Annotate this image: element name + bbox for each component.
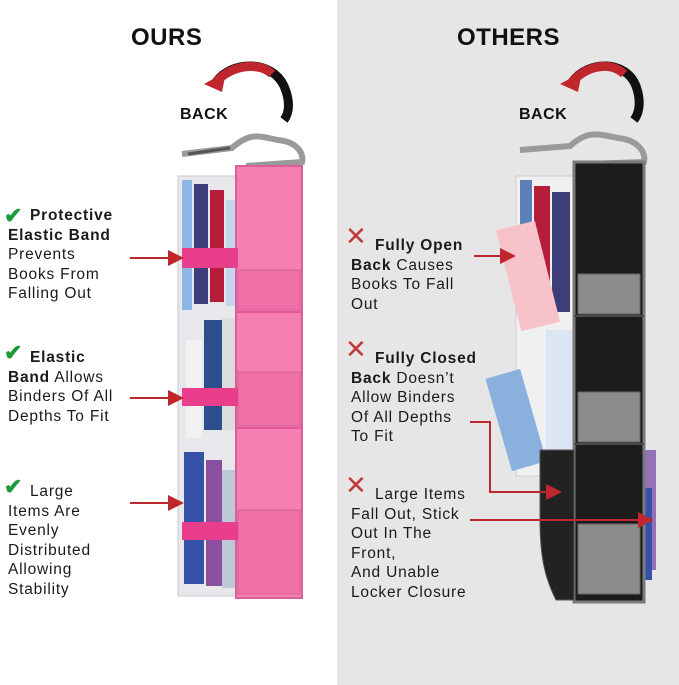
rotate-arrow-icon-right [560,61,644,123]
issue-1-text: Causes Books To Fall Out [351,256,455,313]
others-issue-1: Fully Open Back Causes Books To Fall Out [351,236,463,314]
feature-2-bold: Elastic Band [8,349,86,386]
rotate-arrow-icon-left [204,61,293,123]
check-icon: ✔ [4,340,23,365]
feature-3-text: Large Items Are Evenly Distributed Allow… [8,483,91,598]
check-icon: ✔ [4,474,23,499]
others-heading: OTHERS [457,24,561,51]
check-icon: ✔ [4,203,23,228]
issue-2-bold: Fully Closed Back [351,350,477,387]
ours-organizer-image [177,133,306,599]
feature-1-bold: Protective Elastic Band [8,207,113,244]
ours-back-label: BACK [180,106,229,123]
issue-2-text: Doesn’t Allow Binders Of All Depths To F… [351,369,456,446]
others-issue-2: Fully Closed Back Doesn’t Allow Binders … [351,349,477,447]
others-issue-3: Large Items Fall Out, Stick Out In The F… [351,485,466,602]
ours-feature-1: Protective Elastic Band Prevents Books F… [8,206,113,304]
ours-feature-3: Large Items Are Evenly Distributed Allow… [8,482,91,599]
feature-1-text: Prevents Books From Falling Out [8,246,100,302]
ours-feature-2: Elastic Band Allows Binders Of All Depth… [8,348,113,426]
others-back-label: BACK [519,106,568,123]
feature-2-text: Allows Binders Of All Depths To Fit [8,368,114,425]
issue-1-bold: Fully Open Back [351,237,464,274]
cross-icon: ✕ [345,221,367,251]
cross-icon: ✕ [345,470,367,500]
cross-icon: ✕ [345,334,367,364]
ours-heading: OURS [131,24,203,51]
others-organizer-image [485,131,656,604]
issue-3-text: Large Items Fall Out, Stick Out In The F… [351,486,467,601]
pointer-arrow [470,421,562,500]
